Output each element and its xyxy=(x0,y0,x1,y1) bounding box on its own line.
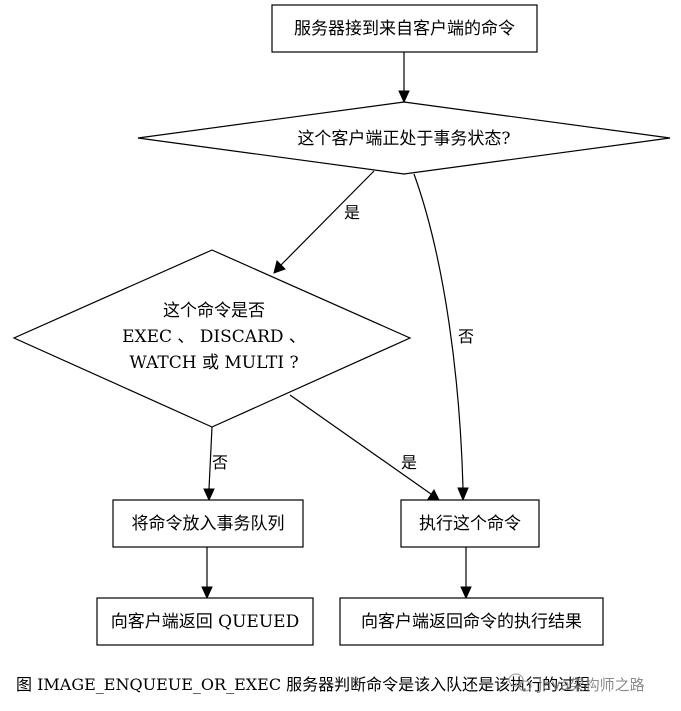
node-in-transaction: 这个客户端正处于事务状态? xyxy=(137,101,671,175)
edge-cmd-no: 否 xyxy=(203,426,228,502)
edge-enqueue-to-queued xyxy=(201,547,213,600)
node-enqueue-label: 将命令放入事务队列 xyxy=(132,514,285,534)
node-in-transaction-label: 这个客户端正处于事务状态? xyxy=(297,129,510,149)
edge-cmd-yes-label: 是 xyxy=(401,453,417,472)
node-receive-command-label: 服务器接到来自客户端的命令 xyxy=(294,19,515,39)
node-is-control-command-line1: 这个命令是否 xyxy=(163,301,265,321)
edge-cmd-yes: 是 xyxy=(289,394,440,501)
edge-execute-to-result xyxy=(460,547,472,600)
node-reply-queued: 向客户端返回 QUEUED xyxy=(96,597,314,646)
node-reply-result-label: 向客户端返回命令的执行结果 xyxy=(361,612,582,632)
edge-tx-yes: 是 xyxy=(273,170,375,274)
node-receive-command: 服务器接到来自客户端的命令 xyxy=(271,4,538,53)
node-execute-label: 执行这个命令 xyxy=(419,514,521,534)
wechat-icon xyxy=(508,673,532,692)
edge-receive-to-tx xyxy=(398,52,410,104)
node-is-control-command-line3: WATCH 或 MULTI ? xyxy=(129,353,298,373)
node-reply-result: 向客户端返回命令的执行结果 xyxy=(339,597,604,646)
watermark: Java架构师之路 xyxy=(508,673,645,694)
node-is-control-command: 这个命令是否 EXEC 、 DISCARD 、 WATCH 或 MULTI ? xyxy=(12,249,412,428)
edge-tx-no: 否 xyxy=(413,173,474,502)
node-is-control-command-line2: EXEC 、 DISCARD 、 xyxy=(122,327,306,347)
node-reply-queued-label: 向客户端返回 QUEUED xyxy=(111,612,299,632)
edge-tx-yes-label: 是 xyxy=(344,203,360,222)
node-execute: 执行这个命令 xyxy=(400,499,540,548)
figure-caption: 图 IMAGE_ENQUEUE_OR_EXEC 服务器判断命令是该入队还是该执行… xyxy=(16,675,590,694)
watermark-text: Java架构师之路 xyxy=(537,676,645,694)
edge-tx-no-label: 否 xyxy=(458,327,474,346)
node-enqueue: 将命令放入事务队列 xyxy=(112,499,304,548)
edge-cmd-no-label: 否 xyxy=(212,453,228,472)
